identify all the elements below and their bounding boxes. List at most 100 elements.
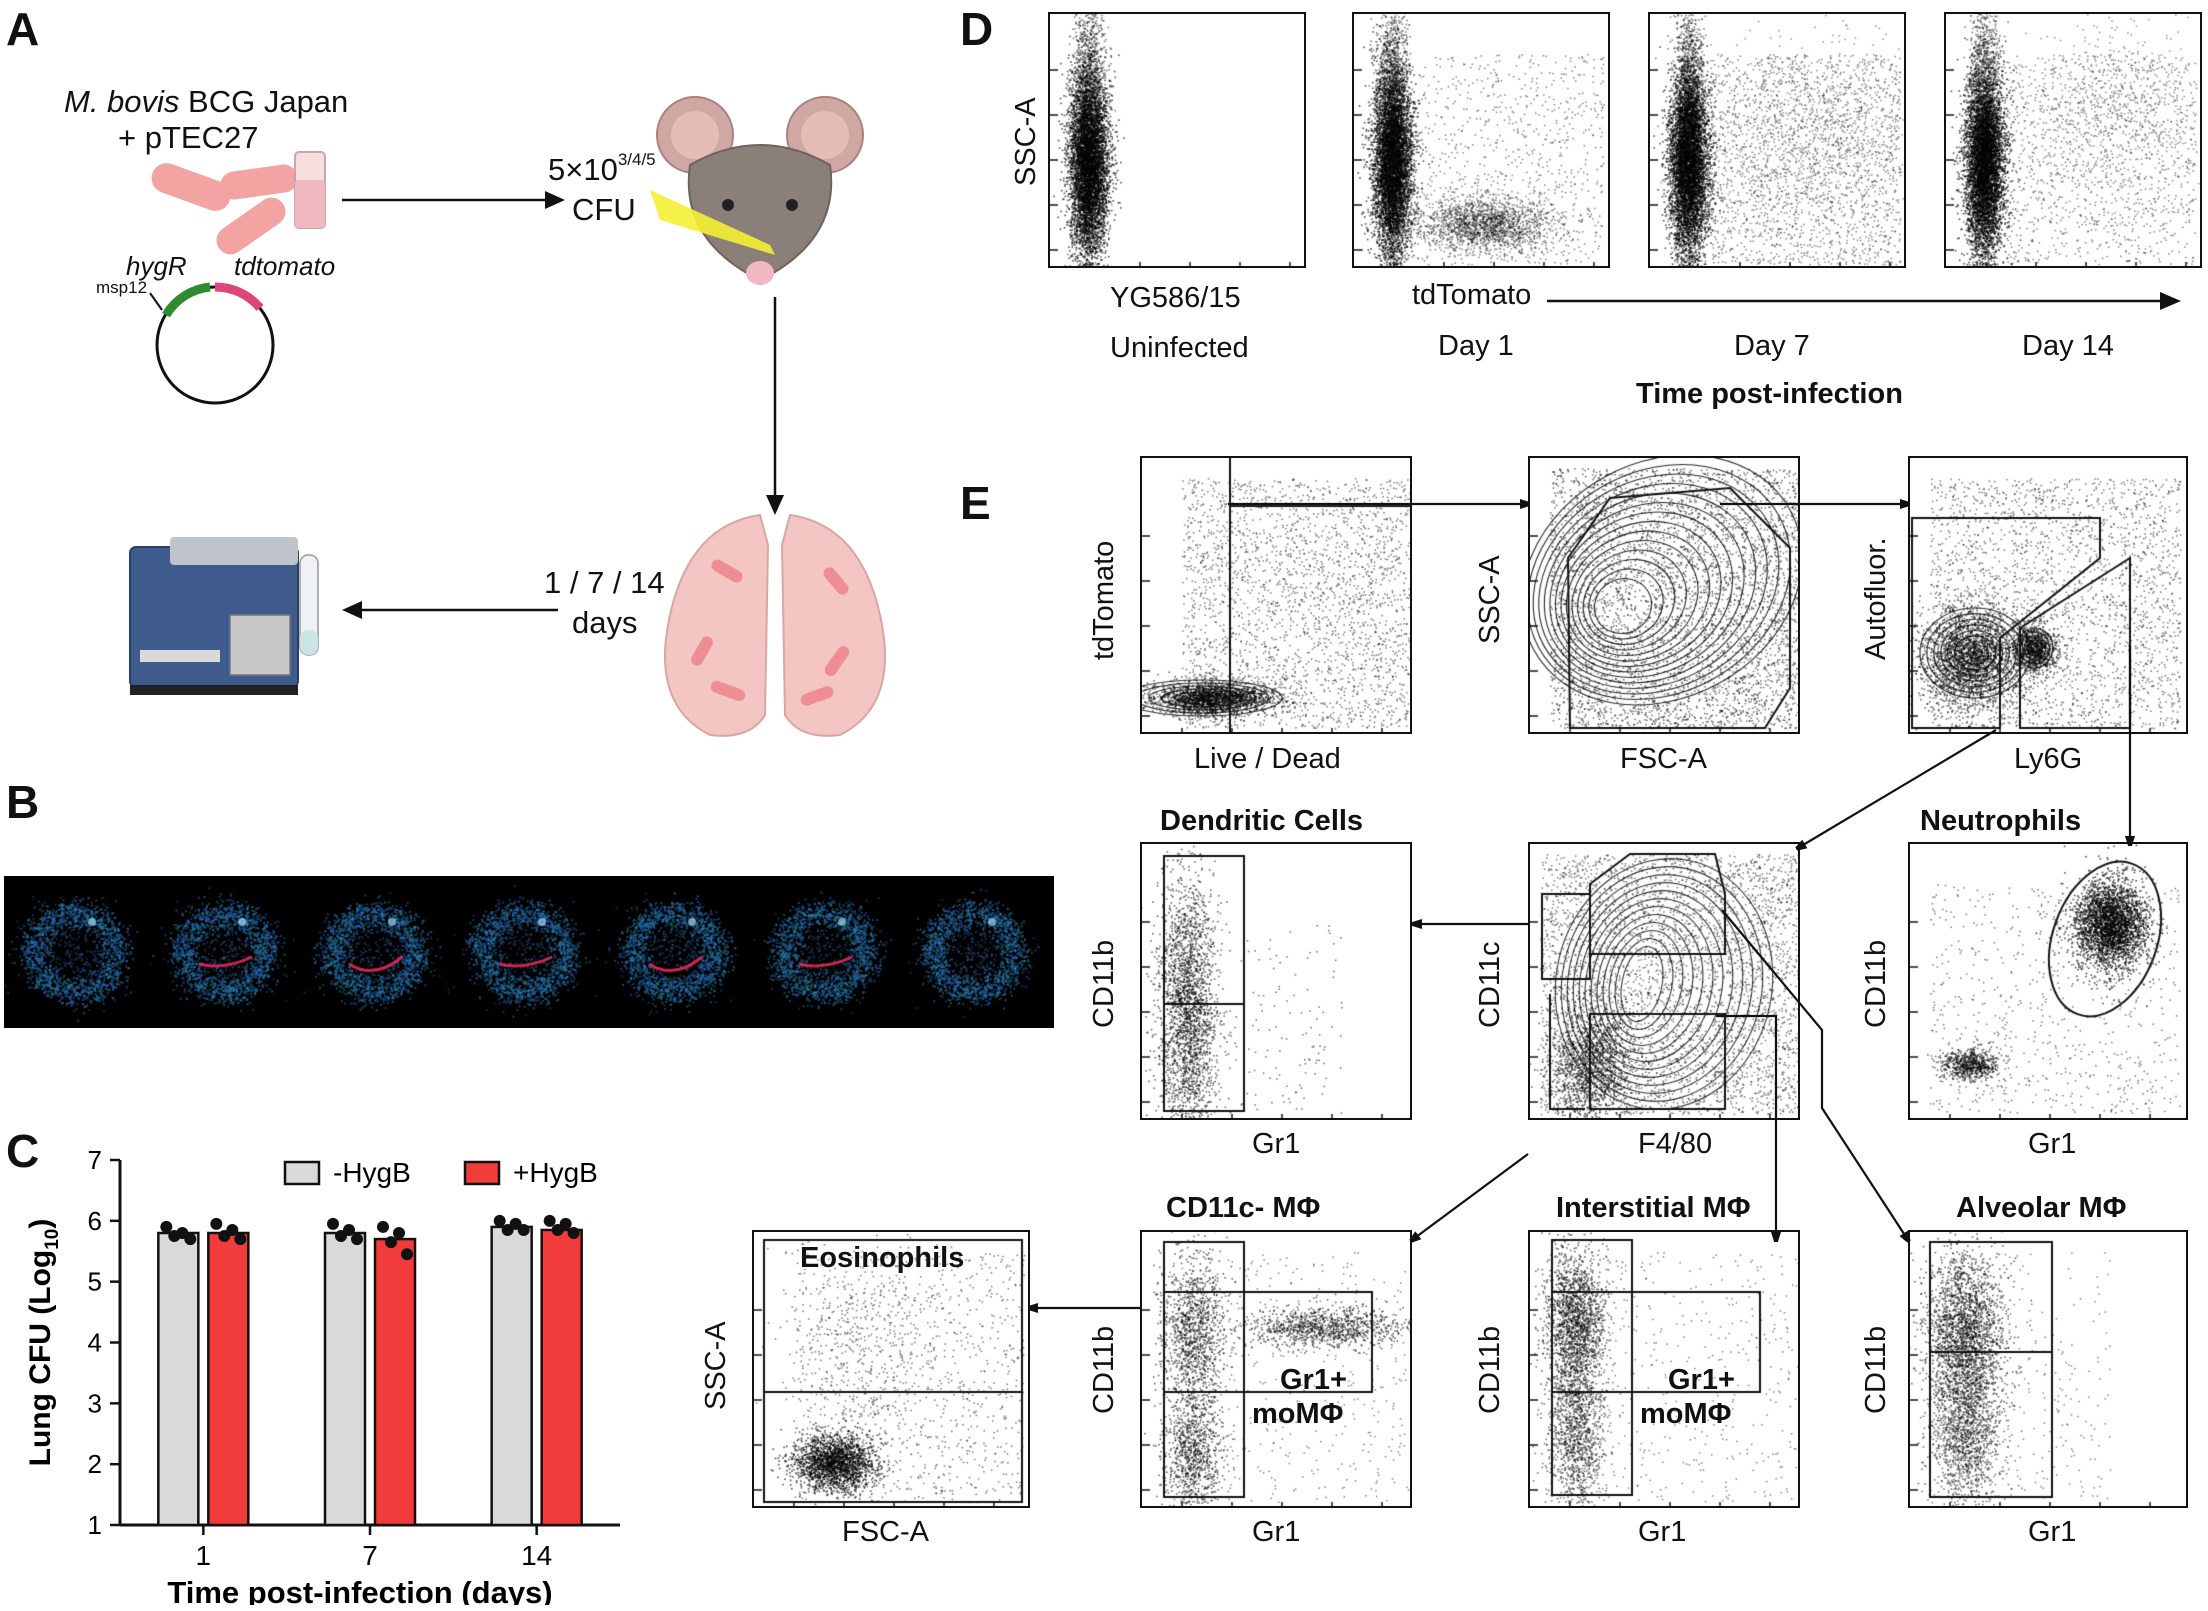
y-tick-label: 1 [88, 1510, 102, 1540]
bar-+HygB-1 [207, 1231, 250, 1527]
panel-label-d: D [960, 3, 994, 55]
data-point [567, 1227, 580, 1239]
timepoints-label: 1 / 7 / 14 [544, 565, 665, 600]
y-axis-label: Lung CFU (Log10) [24, 1219, 63, 1467]
interstitial-gate-line1: Gr1+ [1668, 1364, 1735, 1396]
e2-x-label: FSC-A [1620, 743, 1707, 775]
arrow-to-lung [766, 297, 784, 515]
promoter-label: msp12 [96, 278, 148, 297]
y-tick-label: 6 [88, 1206, 102, 1236]
bar--HygB-1 [157, 1231, 200, 1527]
imaging-flow-strip [4, 876, 1054, 1028]
y-tick-label: 5 [88, 1267, 102, 1297]
e-plot-fsc-ssc [1528, 456, 1800, 734]
e3-y-label: Autofluor. [1860, 537, 1892, 660]
data-point [351, 1233, 363, 1246]
e-plot-neutrophils [1908, 842, 2188, 1120]
panel-label-e: E [960, 477, 991, 529]
bar-+HygB-14 [540, 1228, 583, 1527]
d-condition-day7: Day 7 [1734, 330, 1810, 362]
e-plot-alveolar [1908, 1230, 2188, 1508]
data-point [559, 1217, 572, 1230]
f480-x-label: F4/80 [1638, 1128, 1713, 1160]
e-plot-dendritic [1140, 842, 1412, 1120]
data-point [234, 1233, 247, 1246]
bar--HygB-7 [323, 1231, 367, 1527]
cd11cneg-x-label: Gr1 [1252, 1516, 1301, 1548]
d-condition-day14: Day 14 [2022, 330, 2114, 362]
e-plot-ly6g [1908, 456, 2188, 734]
d-x-axis-uninfected: YG586/15 [1110, 282, 1241, 314]
lung-illustration [664, 513, 886, 737]
d-condition-day1: Day 1 [1438, 330, 1514, 362]
y-tick-label: 7 [88, 1145, 102, 1175]
plasmid-label: + pTEC27 [118, 120, 259, 155]
mouse-illustration [650, 96, 864, 285]
tdtomato-gene-label: tdtomato [234, 251, 336, 281]
cd11cneg-y-label: CD11b [1088, 1325, 1120, 1414]
d-plot-uninfected [1048, 12, 1306, 268]
d-x-axis-infected: tdTomato [1412, 279, 1532, 311]
data-point [160, 1220, 173, 1233]
d-y-axis-label: SSC-A [1010, 97, 1042, 186]
e1-y-label: tdTomato [1088, 540, 1120, 660]
f480-y-label: CD11c [1474, 941, 1506, 1029]
cd11cneg-title: CD11c- MΦ [1166, 1192, 1321, 1224]
dc-title: Dendritic Cells [1160, 805, 1364, 837]
neut-x-label: Gr1 [2028, 1128, 2077, 1160]
e-plot-eosinophils [752, 1230, 1030, 1508]
alveolar-title: Alveolar MΦ [1956, 1192, 2127, 1224]
strain-label: M. bovis BCG Japan [64, 84, 349, 119]
data-point [343, 1223, 355, 1236]
e-plot-f480 [1528, 842, 1800, 1120]
dose-unit-label: CFU [572, 192, 636, 227]
e2-y-label: SSC-A [1474, 555, 1506, 644]
y-tick-label: 4 [88, 1328, 102, 1358]
data-point [210, 1217, 223, 1230]
dose-label: 5×103/4/5 [548, 149, 656, 187]
e-plot-interstitial [1528, 1230, 1800, 1508]
flow-cytometer-illustration [129, 537, 319, 695]
dc-y-label: CD11b [1088, 939, 1120, 1028]
eos-y-label: SSC-A [700, 1321, 732, 1410]
neut-title: Neutrophils [1920, 805, 2082, 837]
data-point [393, 1227, 405, 1239]
x-tick-label: 7 [362, 1540, 378, 1571]
d-plot-day7 [1648, 12, 1906, 268]
d-timeline-label: Time post-infection [1636, 378, 1903, 410]
interstitial-x-label: Gr1 [1638, 1516, 1687, 1548]
legend-label: -HygB [333, 1157, 411, 1188]
bar-+HygB-7 [373, 1237, 417, 1527]
data-point [327, 1217, 339, 1230]
data-point [543, 1214, 556, 1227]
legend-label: +HygB [513, 1157, 598, 1188]
panel-label-c: C [6, 1125, 40, 1177]
panel-label-b: B [6, 776, 40, 828]
data-point [493, 1214, 506, 1227]
alveolar-y-label: CD11b [1860, 1325, 1892, 1414]
y-tick-label: 3 [88, 1388, 102, 1418]
data-point [184, 1233, 197, 1246]
d-condition-uninfected: Uninfected [1110, 332, 1249, 364]
interstitial-y-label: CD11b [1474, 1325, 1506, 1414]
x-tick-label: 1 [196, 1540, 212, 1571]
panel-label-a: A [6, 3, 40, 55]
data-point [226, 1223, 239, 1236]
data-point [385, 1236, 397, 1249]
data-point [377, 1220, 389, 1233]
d-plot-day14 [1944, 12, 2202, 268]
eos-title: Eosinophils [800, 1242, 965, 1274]
bacteria-plasmid-illustration [149, 151, 326, 405]
neut-y-label: CD11b [1860, 939, 1892, 1028]
e-plot-live-dead [1140, 456, 1412, 734]
hygr-label: hygR [126, 251, 187, 281]
x-axis-label: Time post-infection (days) [167, 1575, 552, 1605]
interstitial-gate-line2: moMΦ [1640, 1398, 1732, 1430]
e-plot-cd11c-neg [1140, 1230, 1412, 1508]
legend-swatch [463, 1160, 501, 1186]
interstitial-title: Interstitial MΦ [1556, 1192, 1751, 1224]
x-tick-label: 14 [521, 1540, 552, 1571]
d-tdtomato-arrow [1547, 292, 2181, 310]
dc-x-label: Gr1 [1252, 1128, 1301, 1160]
